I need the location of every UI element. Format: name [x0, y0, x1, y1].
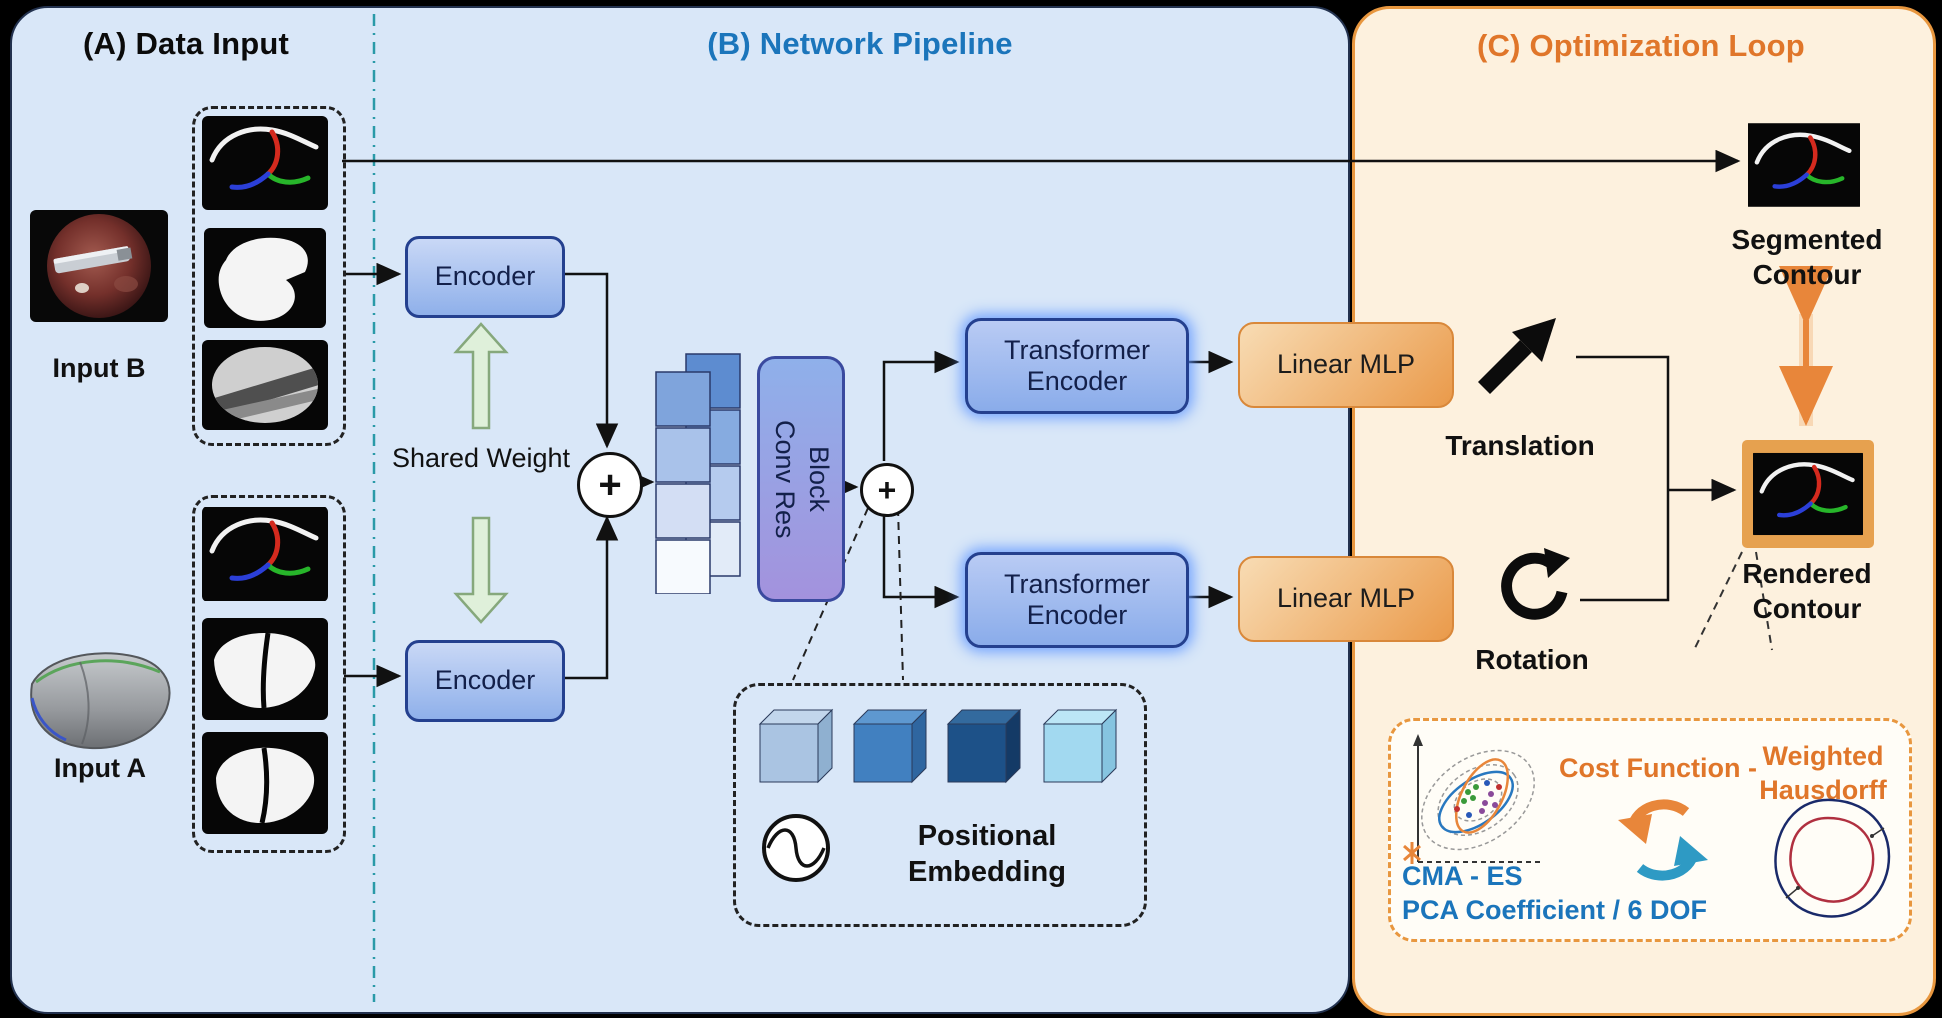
transformer-encoder-bottom: Transformer Encoder — [965, 552, 1189, 648]
translation-icon — [1470, 312, 1566, 400]
pca-coefficient-label: PCA Coefficient / 6 DOF — [1402, 895, 1708, 925]
panel-a-title: (A) Data Input — [83, 26, 289, 61]
input-a-label: Input A — [54, 753, 146, 783]
panel-b-title: (B) Network Pipeline — [707, 26, 1013, 61]
conv-res-block-label: Conv Res Block — [770, 419, 834, 539]
conv-res-block: Conv Res Block — [757, 356, 845, 602]
encoder-bottom: Encoder — [405, 640, 565, 722]
rotation-label: Rotation — [1475, 644, 1589, 675]
cma-es-plot-icon — [1398, 730, 1554, 876]
linear-mlp-top: Linear MLP — [1238, 322, 1454, 408]
input-b-photo — [30, 210, 168, 322]
input-a-mask1-thumb — [202, 618, 328, 720]
translation-label: Translation — [1445, 430, 1595, 461]
linear-mlp-bottom: Linear MLP — [1238, 556, 1454, 642]
input-b-label: Input B — [52, 353, 146, 383]
encoder-top: Encoder — [405, 236, 565, 318]
encoder-bottom-label: Encoder — [434, 665, 536, 696]
positional-embedding-label: Positional Embedding — [908, 820, 1066, 889]
hausdorff-contours-icon — [1760, 788, 1904, 932]
input-a-mask2-thumb — [202, 732, 328, 834]
rotation-icon — [1492, 546, 1574, 628]
transformer-encoder-top: Transformer Encoder — [965, 318, 1189, 414]
linear-mlp-top-label: Linear MLP — [1276, 349, 1416, 380]
plus-fusion: + — [577, 452, 643, 518]
panel-c-title: (C) Optimization Loop — [1477, 28, 1805, 63]
plus-positional: + — [860, 463, 914, 517]
cost-function-label: Cost Function - — [1559, 753, 1757, 783]
transformer-encoder-top-label: Transformer Encoder — [1003, 334, 1151, 396]
positional-embedding-box — [733, 683, 1147, 927]
input-a-mesh — [16, 640, 180, 758]
input-b-depth-thumb — [202, 340, 328, 430]
shared-weight-arrow-up — [453, 322, 509, 430]
embedding-cubes — [748, 698, 1128, 798]
shared-weight-label: Shared Weight — [391, 443, 571, 473]
transformer-encoder-bottom-label: Transformer Encoder — [1003, 568, 1151, 630]
input-b-contour-thumb — [202, 116, 328, 210]
weighted-hausdorff-label: Weighted Hausdorff — [1759, 741, 1887, 805]
feature-map-stack — [650, 350, 754, 594]
optimization-cycle-icon — [1610, 796, 1716, 886]
shared-weight-arrow-down — [453, 516, 509, 624]
segmented-contour-thumb — [1748, 118, 1860, 212]
input-b-stack — [192, 106, 346, 446]
input-a-stack — [192, 495, 346, 853]
linear-mlp-bottom-label: Linear MLP — [1276, 583, 1416, 614]
rendered-contour-thumb — [1742, 440, 1874, 548]
encoder-top-label: Encoder — [434, 261, 536, 292]
rendered-contour-label: Rendered Contour — [1742, 558, 1872, 624]
input-a-contour-thumb — [202, 506, 328, 602]
sinusoid-icon — [760, 812, 832, 884]
input-b-mask-thumb — [204, 228, 326, 328]
segmented-contour-label: Segmented Contour — [1731, 224, 1883, 290]
cma-es-label: CMA - ES — [1402, 861, 1523, 891]
